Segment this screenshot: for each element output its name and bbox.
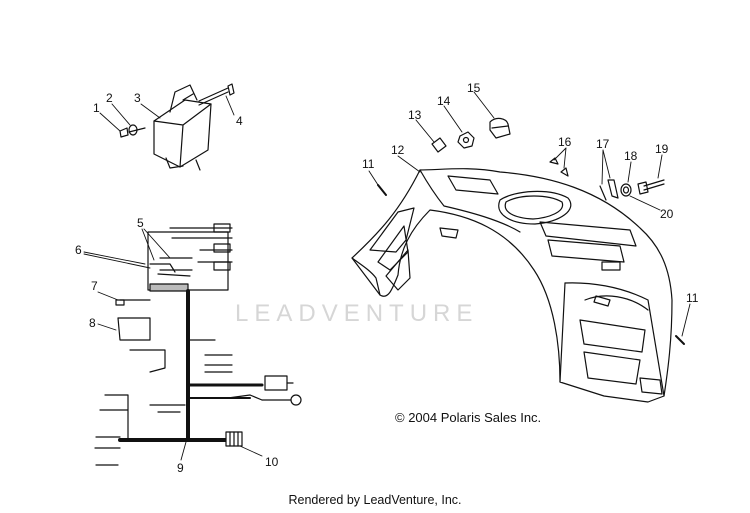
callout-12: 12 <box>391 143 405 157</box>
callout-5: 5 <box>137 216 144 230</box>
gauge-opening <box>498 190 572 225</box>
footer-rendered-by: Rendered by LeadVenture, Inc. <box>288 493 462 507</box>
callout-13: 13 <box>408 108 422 122</box>
wiring-harness <box>94 223 302 466</box>
callout-6: 6 <box>75 243 82 257</box>
bolt-part-4 <box>198 83 235 106</box>
bulb-holder-part-17 <box>599 179 619 201</box>
callout-20: 20 <box>660 207 674 221</box>
callout-10: 10 <box>265 455 279 469</box>
callout-3: 3 <box>134 91 141 105</box>
callout-1: 1 <box>93 101 100 115</box>
instrument-pod-part-12 <box>351 168 673 403</box>
callout-14: 14 <box>437 94 451 108</box>
callout-11-right: 11 <box>686 291 699 305</box>
ring-part-18 <box>620 183 632 197</box>
callout-15: 15 <box>467 81 481 95</box>
screw-part-11-right <box>675 335 685 345</box>
copyright-text: © 2004 Polaris Sales Inc. <box>395 410 542 425</box>
clip-part-16a <box>549 157 559 165</box>
callout-11-left: 11 <box>362 157 375 171</box>
bolt-part-19 <box>637 179 665 195</box>
leader-lines <box>83 91 691 461</box>
callout-9: 9 <box>177 461 184 475</box>
callout-7: 7 <box>91 279 98 293</box>
nut-part-14 <box>457 131 475 149</box>
callout-17: 17 <box>596 137 610 151</box>
callout-2: 2 <box>106 91 113 105</box>
callout-16: 16 <box>558 135 572 149</box>
clip-part-16b <box>560 167 569 177</box>
grommet-part-15 <box>489 117 511 139</box>
callout-4: 4 <box>236 114 243 128</box>
connector-part-13 <box>431 137 447 153</box>
watermark-leadventure: LEADVENTURE <box>235 300 479 327</box>
screw-part-1 <box>119 127 129 138</box>
callout-19: 19 <box>655 142 669 156</box>
callout-18: 18 <box>624 149 638 163</box>
callout-labels: 1 2 3 4 5 6 7 8 9 10 11 12 13 14 15 16 1… <box>75 81 699 475</box>
callout-8: 8 <box>89 316 96 330</box>
module-assembly <box>119 83 235 171</box>
